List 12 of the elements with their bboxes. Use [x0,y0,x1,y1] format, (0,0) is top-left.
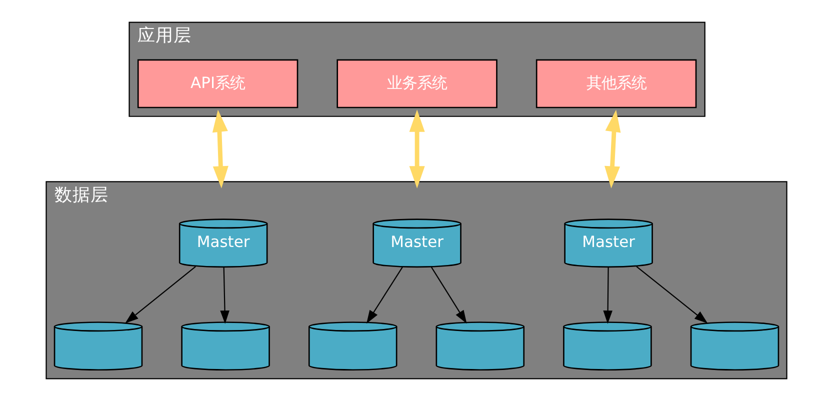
arrow [430,266,466,324]
arrow [636,266,708,323]
arrow [212,109,228,188]
arrow [366,266,402,324]
arrow [604,109,620,188]
node-box: 业务系统 [336,58,497,108]
arrow [408,109,424,188]
arrow [220,266,229,324]
arrow [602,266,612,324]
node-box: API系统 [136,58,298,108]
node-box: 其他系统 [535,58,696,108]
arrow [124,266,196,323]
